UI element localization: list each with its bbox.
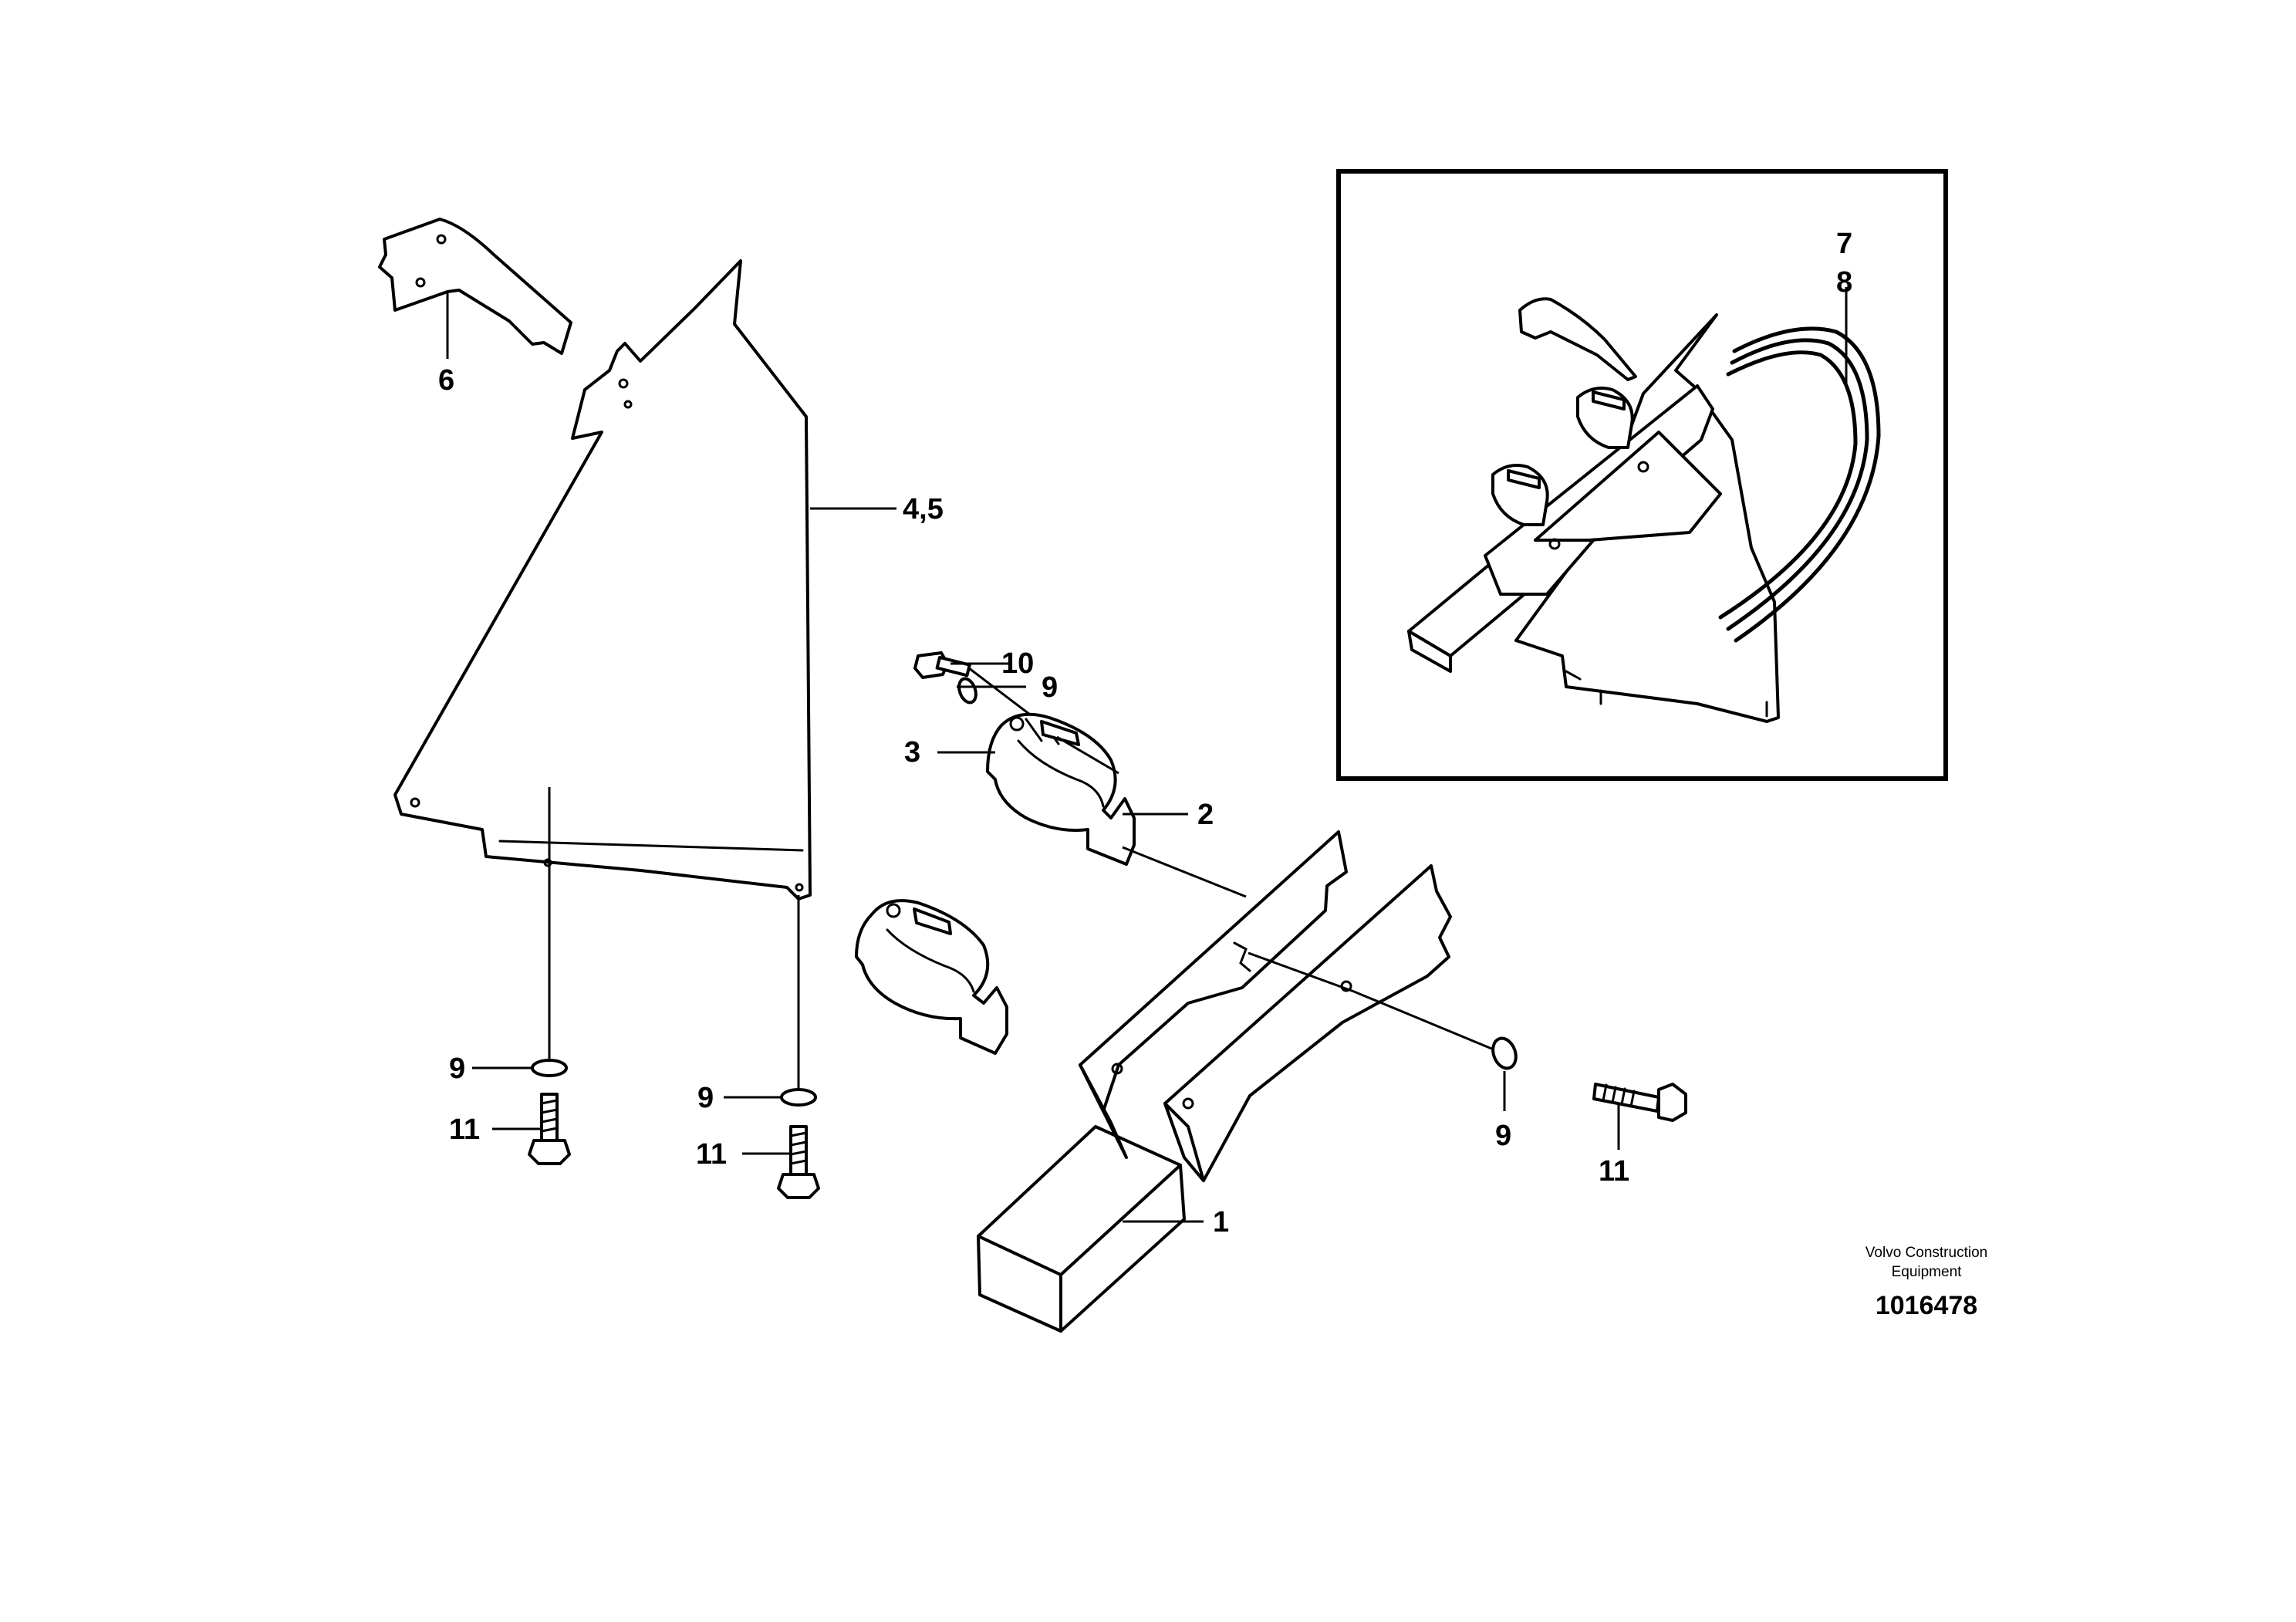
callout-9-washer-top: 9 [1042, 671, 1058, 704]
callout-1: 1 [1213, 1206, 1229, 1238]
assembly-line-clamp [1122, 846, 1247, 898]
callout-9-right: 9 [1495, 1120, 1511, 1152]
part-4-5-shield [393, 259, 812, 901]
part-6-bracket [378, 218, 572, 355]
part-3-clamp-lower [855, 899, 1008, 1055]
callout-11-left: 11 [449, 1113, 480, 1146]
callout-4-5: 4,5 [903, 493, 944, 525]
callout-11-right: 11 [1599, 1155, 1629, 1188]
brand-line-1: Volvo Construction [1866, 1245, 1987, 1261]
callout-9-left: 9 [449, 1053, 465, 1085]
callout-10: 10 [1001, 647, 1034, 680]
callout-6: 6 [438, 364, 454, 397]
callout-7: 7 [1836, 228, 1852, 260]
callout-2: 2 [1197, 799, 1214, 831]
drawing-number: 1016478 [1876, 1291, 1977, 1320]
inset-assembly [1407, 287, 1881, 723]
inset-frame [1336, 169, 1948, 781]
brand-line-2: Equipment [1892, 1264, 1963, 1280]
callout-3: 3 [904, 736, 920, 769]
part-1-beam [977, 830, 1452, 1333]
part-9-washer-top [957, 677, 977, 705]
drawing-footer: Volvo Construction Equipment 1016478 [1866, 1245, 1987, 1320]
callout-11-middle: 11 [696, 1138, 727, 1171]
callout-8: 8 [1836, 266, 1852, 299]
right-fastener [1353, 990, 1687, 1150]
callout-9-middle: 9 [697, 1082, 714, 1114]
callout-labels: 6 4,5 10 9 3 2 9 11 9 11 9 11 1 7 8 [438, 228, 1852, 1238]
part-3-clamp [986, 712, 1136, 866]
left-fastener [528, 787, 571, 1165]
leader-lines [446, 292, 1204, 1223]
middle-fastener [777, 895, 820, 1199]
